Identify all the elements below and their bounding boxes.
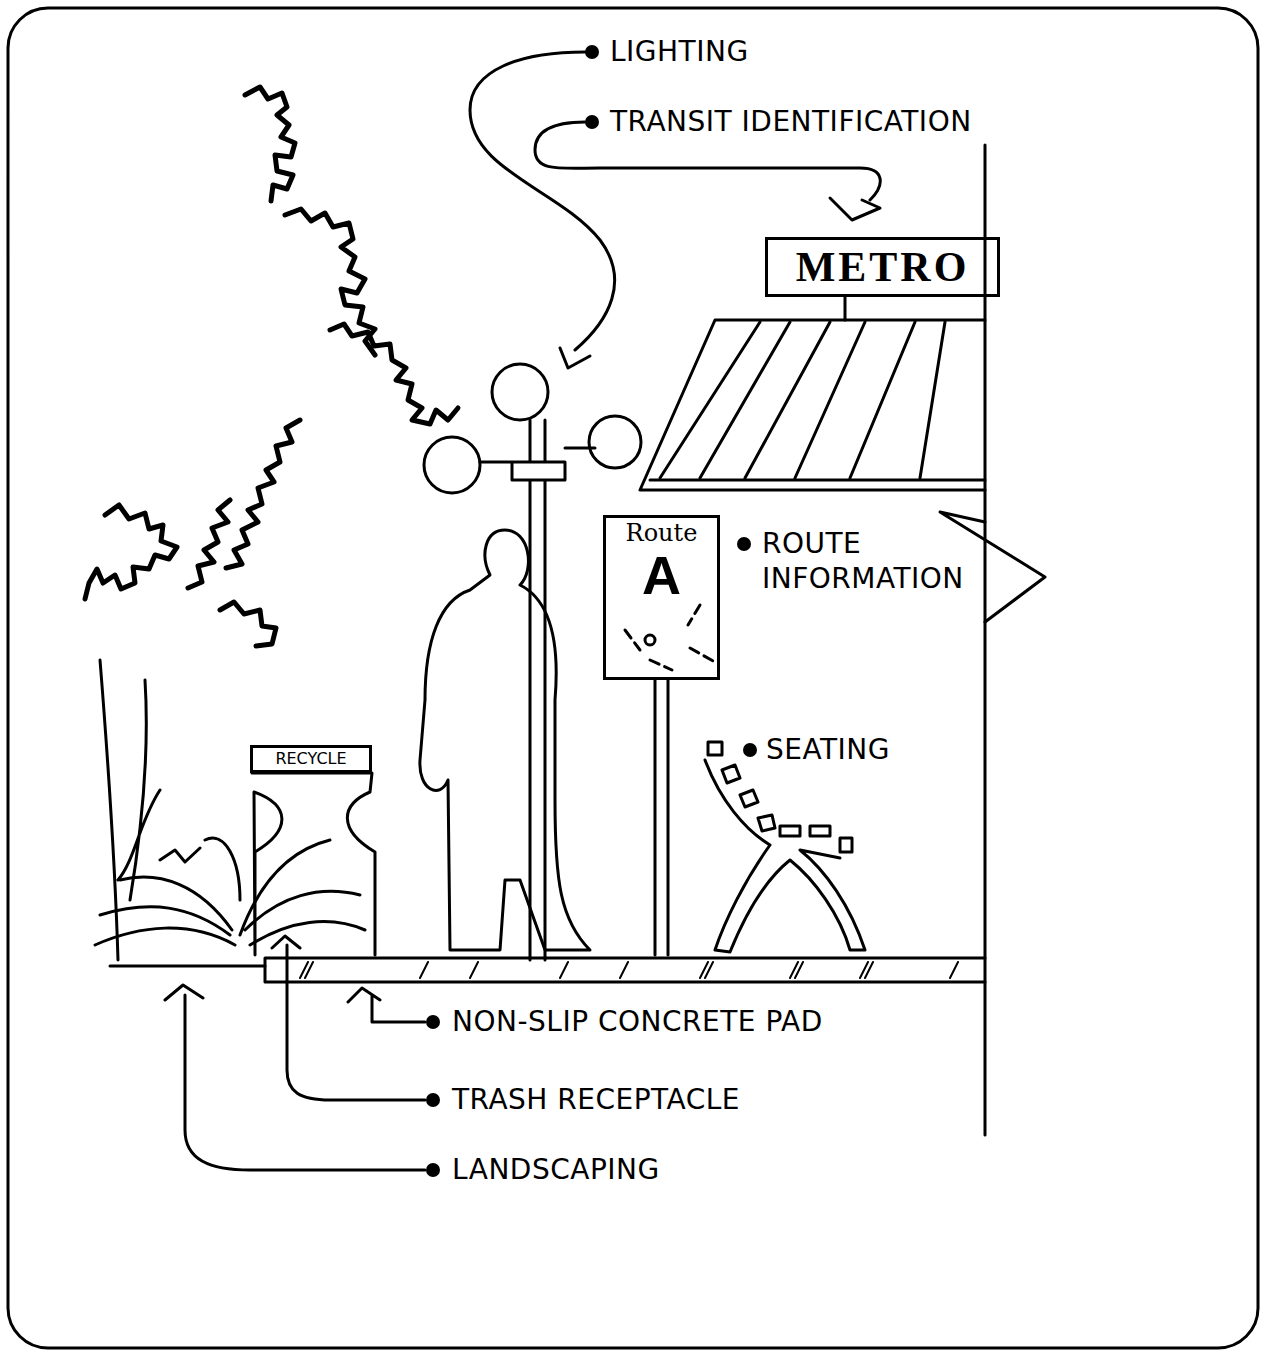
- sign-text: A: [642, 546, 681, 605]
- lamp-globe: [589, 416, 641, 468]
- foliage-strand: [220, 602, 276, 646]
- sign-post: [654, 680, 657, 955]
- bullet: [426, 1015, 440, 1029]
- route-map-sketch: [625, 605, 715, 670]
- sign-text: Route: [626, 520, 698, 546]
- lamp-globe: [424, 437, 480, 493]
- route-sign: RouteA: [603, 515, 720, 680]
- awning-stripes: [660, 322, 945, 478]
- ground-line: [110, 965, 265, 968]
- sign-post: [667, 680, 670, 955]
- pad-hatching: [300, 962, 958, 978]
- sign-bracket: [844, 297, 847, 320]
- person-silhouette: [420, 530, 590, 950]
- leader-line: [272, 936, 425, 1100]
- foliage-strand: [226, 420, 300, 568]
- leader-arrowhead: [830, 198, 880, 220]
- lamp-post: [480, 420, 595, 960]
- foliage-strand: [85, 505, 177, 599]
- recycle-sign: RECYCLE: [250, 745, 372, 773]
- concrete-pad: [265, 958, 985, 982]
- callout-label: LIGHTING: [610, 34, 749, 69]
- tree-foliage: [85, 87, 458, 646]
- callout-label: LANDSCAPING: [452, 1152, 660, 1187]
- landscaping-plants: [95, 838, 365, 945]
- bullet: [585, 45, 599, 59]
- leader-line: [165, 985, 425, 1170]
- bullet: [426, 1093, 440, 1107]
- bullet: [737, 537, 751, 551]
- callout-label: TRANSIT IDENTIFICATION: [610, 104, 972, 139]
- building-edge: [984, 145, 987, 1135]
- foliage-strand: [245, 87, 295, 201]
- bullet: [585, 115, 599, 129]
- awning: [640, 320, 985, 490]
- tree-trunk: [100, 660, 160, 960]
- transit-sign: METRO: [765, 237, 1000, 297]
- frame: [8, 8, 1258, 1348]
- bullet: [426, 1163, 440, 1177]
- lamp-globe: [492, 364, 548, 420]
- leader-line: [348, 988, 425, 1022]
- sign-text: RECYCLE: [275, 750, 346, 768]
- drawing: [85, 52, 1045, 1170]
- callout-label: TRASH RECEPTACLE: [452, 1082, 740, 1117]
- leader-line: [470, 52, 615, 350]
- leader-arrowhead: [560, 348, 590, 368]
- sign-text: METRO: [796, 244, 970, 290]
- foliage-strand: [330, 324, 458, 424]
- callout-label: NON-SLIP CONCRETE PAD: [452, 1004, 823, 1039]
- route-map-stop: [645, 635, 655, 645]
- bench-frame: [705, 760, 865, 952]
- callout-label: SEATING: [766, 732, 890, 767]
- foliage-strand: [188, 500, 230, 588]
- bullet: [743, 743, 757, 757]
- callout-label: ROUTE INFORMATION: [762, 526, 1012, 596]
